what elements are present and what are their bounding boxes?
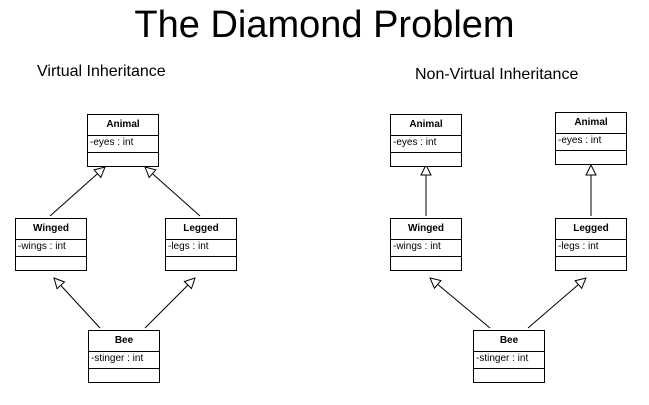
class-operations (391, 153, 461, 166)
class-name: Animal (88, 115, 158, 136)
class-name: Animal (556, 113, 626, 134)
class-bee: Bee -stinger : int (88, 330, 160, 383)
edge-legged-to-animal (145, 167, 201, 217)
edge-bee-to-winged (54, 278, 101, 329)
class-name: Winged (16, 219, 86, 240)
edge-bee-to-legged (144, 278, 195, 329)
class-winged: Winged -wings : int (390, 218, 462, 271)
class-legged: Legged -legs : int (165, 218, 237, 271)
class-name: Bee (89, 331, 159, 352)
class-operations (166, 257, 236, 270)
class-operations (89, 369, 159, 382)
non-virtual-inheritance-heading: Non-Virtual Inheritance (415, 66, 579, 83)
class-attribute: -legs : int (166, 240, 236, 257)
diagram-title: The Diamond Problem (134, 4, 515, 46)
class-name: Animal (391, 115, 461, 136)
class-operations (391, 257, 461, 270)
edge-bee-to-winged (430, 278, 491, 329)
class-attribute: -stinger : int (89, 352, 159, 369)
class-attribute: -eyes : int (556, 134, 626, 151)
class-attribute: -stinger : int (474, 352, 544, 369)
class-attribute: -wings : int (16, 240, 86, 257)
class-legged: Legged -legs : int (555, 218, 627, 271)
class-attribute: -eyes : int (391, 136, 461, 153)
edge-winged-to-animal (49, 167, 105, 217)
virtual-inheritance-heading: Virtual Inheritance (37, 63, 166, 80)
class-name: Winged (391, 219, 461, 240)
class-operations (556, 151, 626, 164)
class-animal: Animal -eyes : int (87, 114, 159, 167)
class-winged: Winged -wings : int (15, 218, 87, 271)
class-animal-left: Animal -eyes : int (390, 114, 462, 167)
class-attribute: -legs : int (556, 240, 626, 257)
class-operations (16, 257, 86, 270)
class-operations (556, 257, 626, 270)
class-animal-right: Animal -eyes : int (555, 112, 627, 165)
class-name: Bee (474, 331, 544, 352)
class-operations (88, 153, 158, 166)
class-operations (474, 369, 544, 382)
class-attribute: -wings : int (391, 240, 461, 257)
class-attribute: -eyes : int (88, 136, 158, 153)
class-name: Legged (166, 219, 236, 240)
class-bee: Bee -stinger : int (473, 330, 545, 383)
class-name: Legged (556, 219, 626, 240)
edge-bee-to-legged (527, 278, 586, 329)
